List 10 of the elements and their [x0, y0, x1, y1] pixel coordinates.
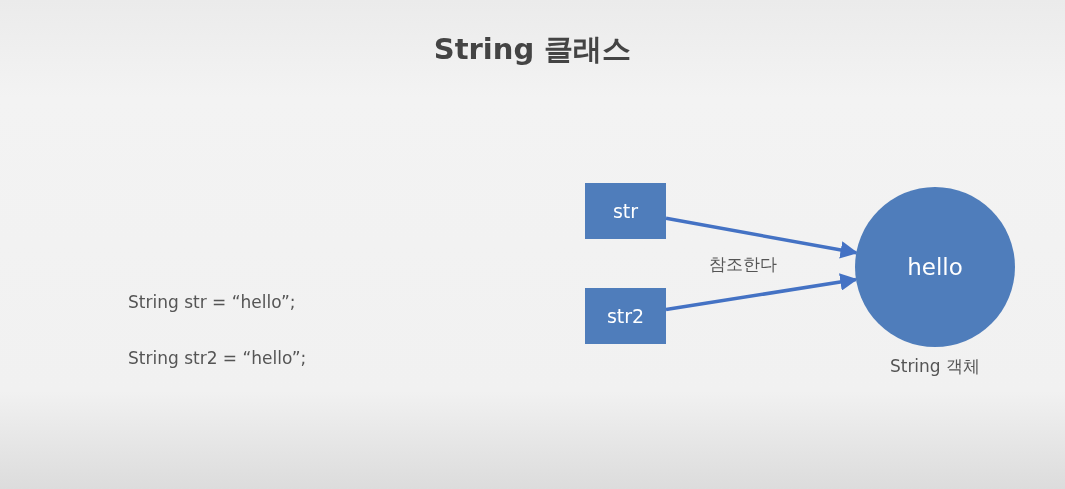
code-line: String str = “hello”; — [128, 292, 296, 312]
object-circle: hello — [855, 187, 1015, 347]
arrow — [665, 216, 858, 259]
note: 참조한다 — [709, 253, 777, 276]
arrow — [665, 273, 858, 312]
node-label: String 객체 — [888, 355, 982, 378]
code-line: String str2 = “hello”; — [128, 348, 307, 368]
title: String 클래스 — [432, 31, 633, 68]
variable-box: str — [585, 183, 666, 239]
variable-box: str2 — [585, 288, 666, 344]
